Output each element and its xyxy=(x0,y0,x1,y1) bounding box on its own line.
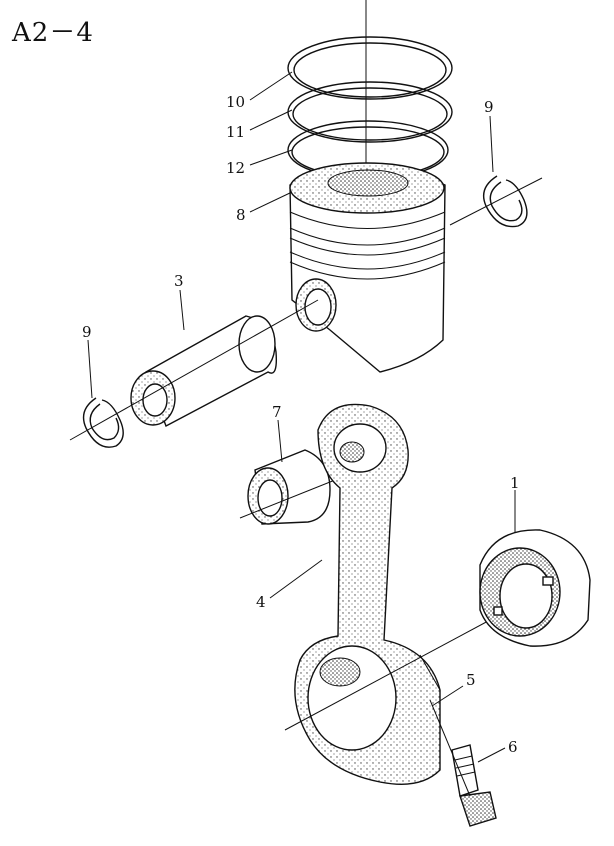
callout-11: 11 xyxy=(226,123,245,141)
connecting-rod xyxy=(284,403,491,785)
snap-ring-left xyxy=(82,397,124,448)
callout-12: 12 xyxy=(226,159,245,177)
connecting-rod-bearing xyxy=(479,529,591,647)
leader-lines xyxy=(87,71,516,763)
piston-pin xyxy=(69,299,319,441)
callout-7: 7 xyxy=(272,403,282,421)
callout-10: 10 xyxy=(226,93,245,111)
callout-3: 3 xyxy=(174,272,184,290)
callout-9-right: 9 xyxy=(484,98,494,116)
connecting-rod-bolt xyxy=(429,699,497,827)
callout-4: 4 xyxy=(256,593,266,611)
snap-ring-right xyxy=(449,175,543,228)
piston xyxy=(289,162,446,373)
page-title: A2－4 xyxy=(12,18,94,48)
callout-6: 6 xyxy=(508,738,518,756)
callout-1: 1 xyxy=(510,474,520,492)
piston-ring-11 xyxy=(287,81,453,143)
callout-9-left: 9 xyxy=(82,323,92,341)
piston-ring-10 xyxy=(287,36,453,100)
callout-5: 5 xyxy=(466,671,476,689)
small-end-bushing xyxy=(239,449,346,525)
callout-8: 8 xyxy=(236,206,246,224)
